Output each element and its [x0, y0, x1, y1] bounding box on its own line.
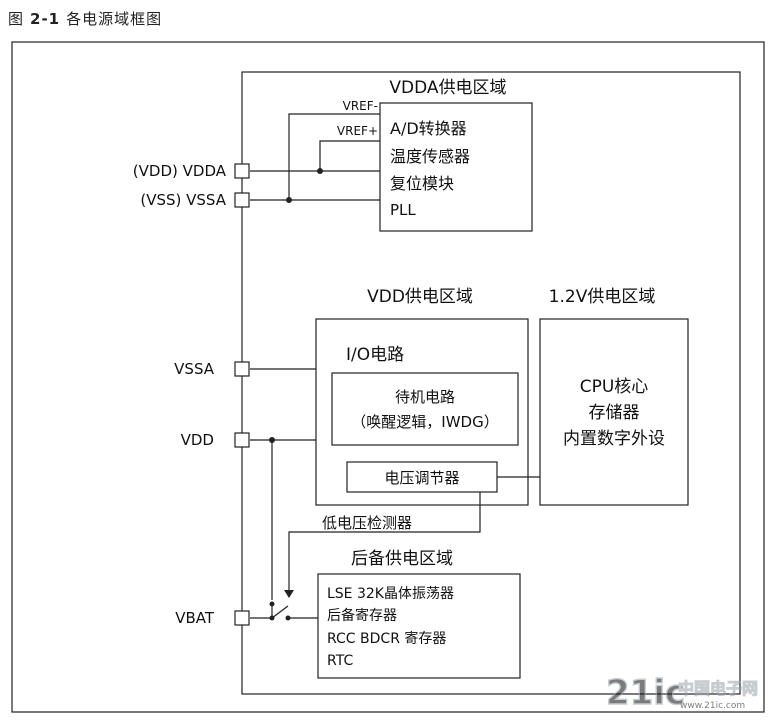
- switch-contact-out: [285, 615, 291, 621]
- caption-title: 各电源域框图: [66, 10, 163, 28]
- backup-item-rcc-bdcr: RCC BDCR 寄存器: [327, 630, 446, 647]
- caption-number: 2-1: [30, 10, 61, 28]
- pin-vdda: [234, 163, 250, 179]
- vdda-item-adc: A/D转换器: [390, 119, 467, 138]
- core-item-memory: 存储器: [589, 403, 640, 423]
- junction-vdd: [269, 437, 275, 443]
- vdda-wiring: [250, 113, 380, 201]
- watermark-url: www.21ic.com: [680, 701, 745, 711]
- pin-vssa-top: [234, 192, 250, 208]
- vdda-domain-box: [379, 102, 533, 232]
- low-voltage-detector-label: 低电压检测器: [322, 514, 412, 532]
- switch-control-arrow: [284, 590, 294, 598]
- pin-label-vdda: (VDD) VDDA: [133, 162, 227, 180]
- pin-label-vbat: VBAT: [175, 609, 215, 627]
- backup-item-registers: 后备寄存器: [327, 607, 397, 624]
- core-domain-box: [539, 318, 689, 506]
- standby-circuit-box: [331, 372, 519, 446]
- core-domain-title: 1.2V供电区域: [549, 287, 656, 307]
- switch-contact-vbat: [269, 615, 275, 621]
- watermark-main: 21ic: [606, 673, 685, 713]
- switch-contact-top: [269, 601, 275, 607]
- junction-vref-plus: [317, 168, 323, 174]
- standby-line1: 待机电路: [395, 388, 455, 406]
- vdd-wiring: [250, 368, 540, 619]
- caption-figure: 图: [8, 10, 25, 28]
- regulator-label: 电压调节器: [384, 469, 459, 487]
- vref-minus-label: VREF-: [343, 99, 378, 113]
- core-item-cpu: CPU核心: [580, 377, 649, 397]
- core-item-peripherals: 内置数字外设: [563, 429, 665, 449]
- backup-domain-title: 后备供电区域: [351, 549, 453, 569]
- pin-label-vssa-top: (VSS) VSSA: [140, 191, 226, 209]
- chip-boundary: [241, 71, 741, 695]
- vdda-item-reset: 复位模块: [390, 174, 454, 193]
- regulator-box: [346, 461, 498, 493]
- vdda-item-pll: PLL: [390, 201, 416, 219]
- vdd-domain-title: VDD供电区域: [367, 287, 473, 307]
- pin-vbat: [234, 610, 250, 626]
- pin-label-vssa: VSSA: [174, 360, 215, 378]
- pin-vdd: [234, 432, 250, 448]
- outer-frame: [11, 41, 765, 713]
- vdda-domain-title: VDDA供电区域: [389, 78, 506, 98]
- figure-caption: 图 2-1 各电源域框图: [8, 8, 162, 29]
- junction-vref-minus: [286, 197, 292, 203]
- backup-domain-box: [317, 573, 521, 679]
- pin-label-vdd: VDD: [181, 431, 214, 449]
- io-circuit-label: I/O电路: [346, 345, 404, 365]
- watermark-cn: 中国电子网: [678, 679, 758, 698]
- vdda-item-temp-sensor: 温度传感器: [390, 147, 470, 166]
- pin-vssa: [234, 361, 250, 377]
- standby-line2: （唤醒逻辑，IWDG）: [351, 413, 498, 431]
- pin-squares: [234, 163, 250, 626]
- backup-item-rtc: RTC: [327, 653, 353, 669]
- backup-item-lse: LSE 32K晶体振荡器: [327, 586, 454, 602]
- vref-plus-label: VREF+: [337, 124, 378, 138]
- watermark-logo: 21ic 中国电子网 www.21ic.com: [605, 672, 758, 713]
